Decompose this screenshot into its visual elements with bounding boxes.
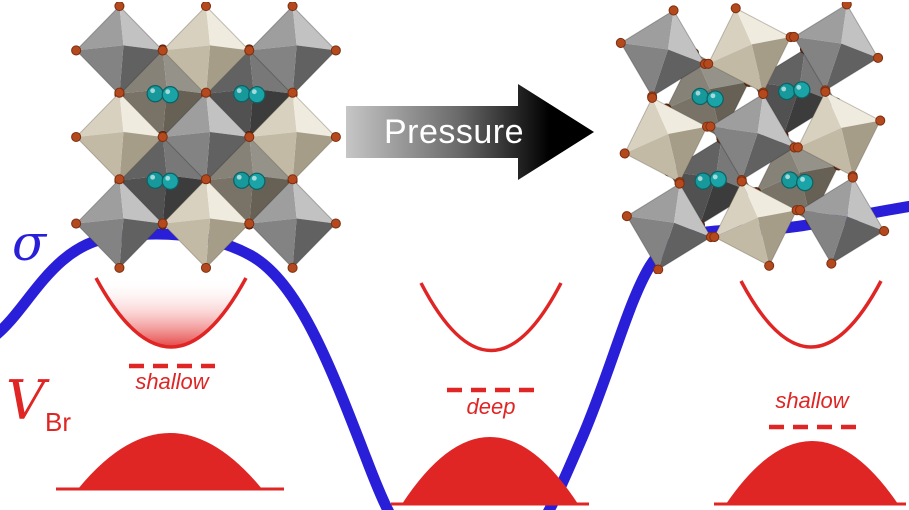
potential-subscript: Br [45, 407, 71, 437]
well-label-middle: deep [466, 394, 516, 419]
pressure-arrow-shape [346, 84, 594, 180]
vbr-label: VBr [6, 374, 71, 437]
barrier-dome-right [726, 441, 898, 504]
well-label-left: shallow [135, 369, 209, 394]
well-label-right: shallow [775, 388, 849, 413]
pressure-arrow [346, 84, 594, 180]
barrier-dome-middle [402, 437, 578, 504]
front-octahedra-layer [604, 2, 901, 274]
electron-well-left [94, 277, 248, 349]
potential-symbol: V [6, 369, 45, 432]
perovskite-compressed-structure [604, 2, 901, 274]
barrier-dome-left [78, 433, 262, 489]
electron-well-middle [419, 282, 563, 353]
pressure-label: Pressure [383, 113, 525, 151]
front-octahedra-layer [71, 2, 341, 273]
sigma-label: σ [12, 214, 47, 272]
electron-well-right [739, 280, 883, 349]
perovskite-ambient-structure [71, 2, 341, 273]
